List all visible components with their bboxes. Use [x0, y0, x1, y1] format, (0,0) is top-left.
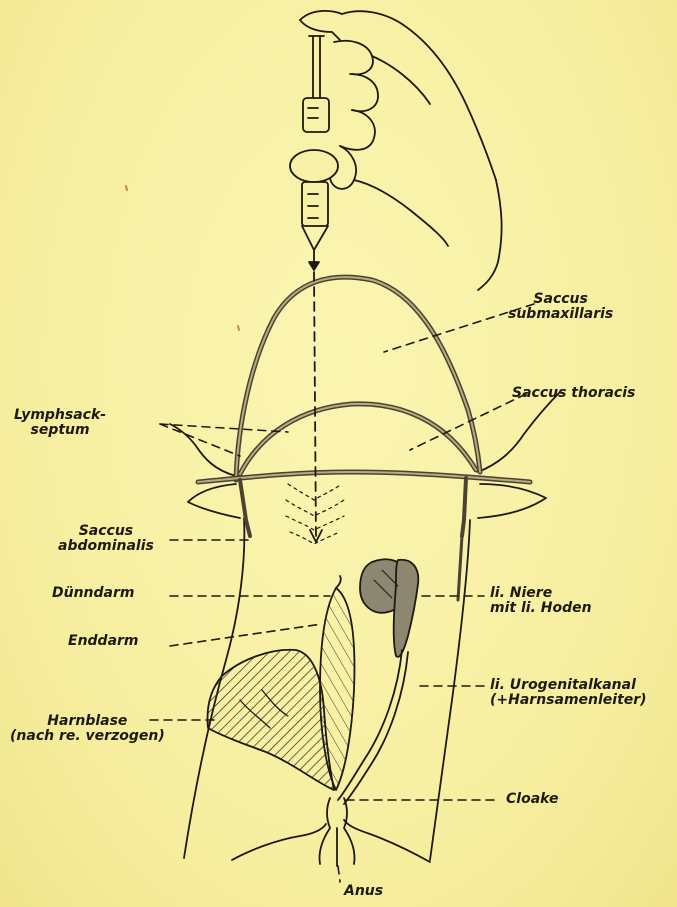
label-anus: Anus	[344, 884, 383, 899]
label-niere: li. Niere mit li. Hoden	[490, 586, 592, 616]
label-enddarm: Enddarm	[68, 634, 139, 649]
label-saccus-thoracis: Saccus thoracis	[512, 386, 635, 401]
label-saccus-submaxillaris: Saccus submaxillaris	[508, 292, 613, 322]
bladder-drawing	[208, 650, 334, 790]
hand-drawing	[300, 11, 502, 290]
body-outline	[170, 392, 560, 862]
label-urogenitalkanal: li. Urogenitalkanal (+Harnsamenleiter)	[490, 678, 647, 708]
label-duenndarm: Dünndarm	[52, 586, 134, 601]
label-saccus-abdominalis: Saccus abdominalis	[58, 524, 154, 554]
kidney-drawing	[360, 559, 418, 657]
saccus-thoracis-septum	[240, 404, 476, 474]
syringe-drawing	[290, 36, 338, 270]
label-harnblase: Harnblase (nach re. verzogen)	[10, 714, 165, 744]
saccus-submaxillaris-septum	[236, 277, 480, 480]
label-lymphsack-septum: Lymphsack- septum	[14, 408, 106, 438]
paper-specks	[126, 186, 239, 330]
cloaca-drawing	[319, 798, 354, 866]
label-cloake: Cloake	[506, 792, 558, 807]
